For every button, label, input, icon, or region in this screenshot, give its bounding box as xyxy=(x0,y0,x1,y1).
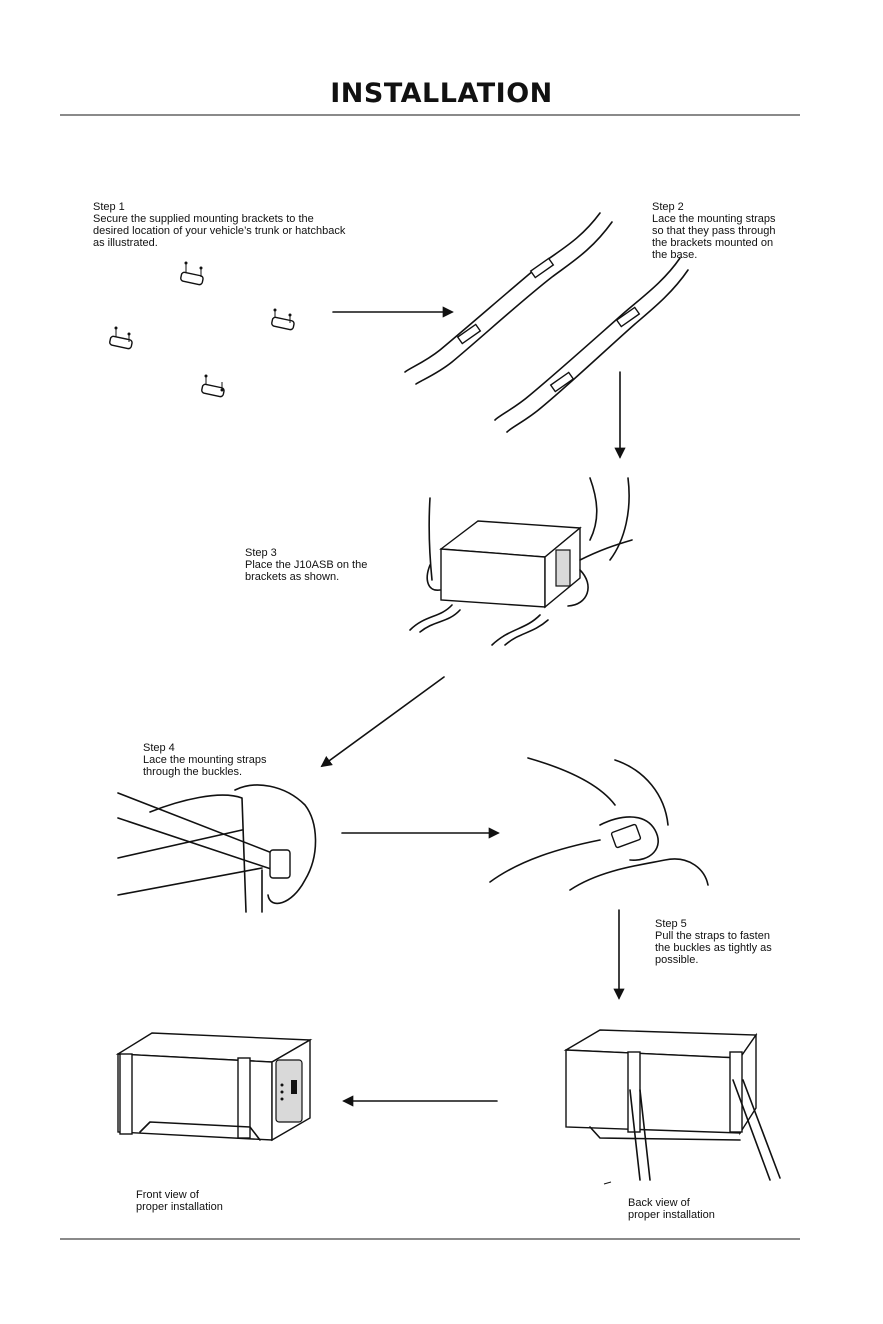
back-caption-line-2: proper installation xyxy=(628,1209,715,1221)
step1-line-1: Secure the supplied mounting brackets to… xyxy=(93,213,314,225)
step2-text: Step 2 Lace the mounting straps so that … xyxy=(652,201,776,261)
step3-heading: Step 3 xyxy=(245,547,277,559)
bracket-illustration-2 xyxy=(271,308,295,331)
step1-line-3: as illustrated. xyxy=(93,237,158,249)
step4-heading: Step 4 xyxy=(143,742,175,754)
step3-line-2: brackets as shown. xyxy=(245,571,340,583)
step4-line-1: Lace the mounting straps xyxy=(143,754,267,766)
buckle-tightening-illustration xyxy=(489,757,709,891)
step3-text: Step 3 Place the J10ASB on the brackets … xyxy=(245,547,367,583)
back-view-caption: Back view of proper installation xyxy=(628,1197,715,1221)
back-caption-line-1: Back view of xyxy=(628,1197,690,1209)
step1-text: Step 1 Secure the supplied mounting brac… xyxy=(93,201,345,249)
bottom-divider xyxy=(60,1238,800,1240)
step1-heading: Step 1 xyxy=(93,201,125,213)
step1-line-2: desired location of your vehicle’s trunk… xyxy=(93,225,346,237)
subwoofer-box-step3 xyxy=(409,477,633,646)
step5-line-2: the buckles as tightly as xyxy=(655,942,772,954)
step5-line-3: possible. xyxy=(655,954,699,966)
back-view-illustration xyxy=(563,1029,781,1185)
step4-line-2: through the buckles. xyxy=(143,766,243,778)
page-title: INSTALLATION xyxy=(330,78,553,109)
front-caption-line-1: Front view of xyxy=(136,1189,199,1201)
step3-line-1: Place the J10ASB on the xyxy=(245,559,368,571)
bracket-illustration-4 xyxy=(201,374,225,398)
step2-line-1: Lace the mounting straps xyxy=(652,213,776,225)
front-view-caption: Front view of proper installation xyxy=(136,1189,223,1213)
front-view-illustration xyxy=(115,1032,313,1142)
step5-line-1: Pull the straps to fasten xyxy=(655,930,770,942)
step2-line-4: the base. xyxy=(652,249,698,261)
step2-line-3: the brackets mounted on xyxy=(652,237,774,249)
step5-heading: Step 5 xyxy=(655,918,687,930)
step2-line-2: so that they pass through xyxy=(652,225,776,237)
arrow-step3-to-step4 xyxy=(320,676,445,768)
step2-heading: Step 2 xyxy=(652,201,684,213)
step4-text: Step 4 Lace the mounting straps through … xyxy=(143,742,267,778)
step5-text: Step 5 Pull the straps to fasten the buc… xyxy=(655,918,772,966)
front-caption-line-2: proper installation xyxy=(136,1201,223,1213)
bracket-illustration-3 xyxy=(109,326,133,350)
top-divider xyxy=(60,114,800,116)
buckle-illustration-step4 xyxy=(117,784,317,913)
bracket-illustration-1 xyxy=(180,261,204,286)
strap-illustration-2 xyxy=(494,257,689,433)
strap-illustration-1 xyxy=(404,212,613,385)
